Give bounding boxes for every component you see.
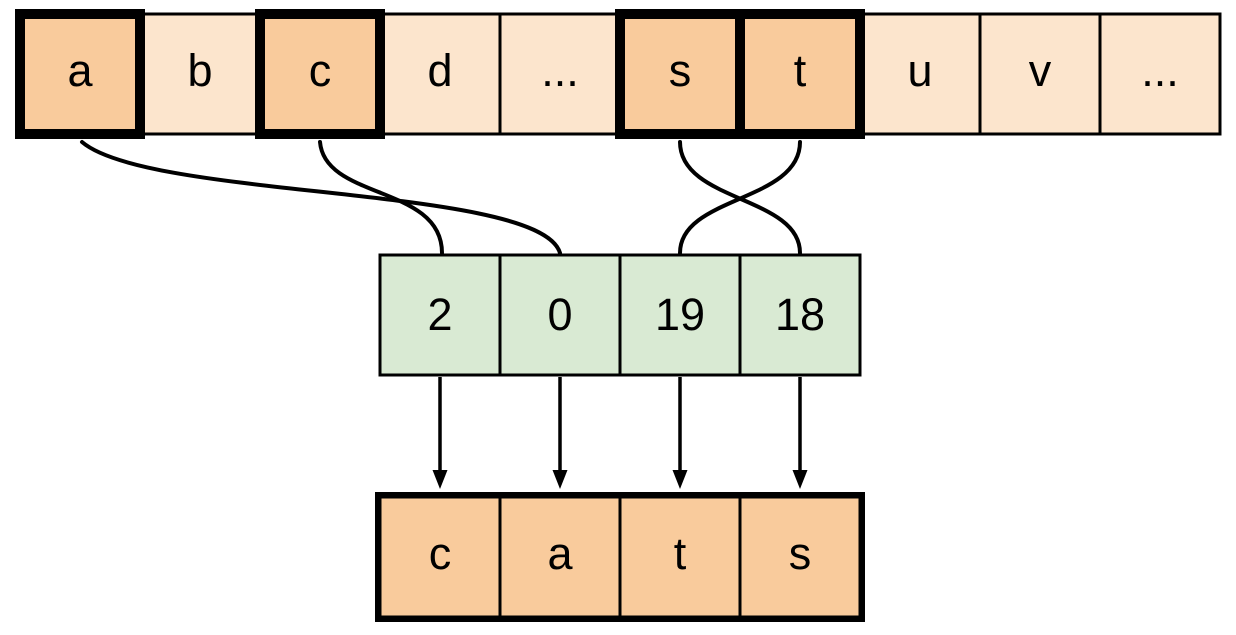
alphabet-label-a: a: [67, 45, 93, 96]
arrow-head-4: [792, 470, 808, 489]
index-cell-18: [738, 253, 862, 377]
curve-a-to-0: [80, 140, 562, 255]
arrow-head-2: [552, 470, 568, 489]
alphabet-label-s: s: [669, 45, 692, 96]
index-label-19: 19: [655, 289, 705, 340]
alphabet-cell-c-highlighted: [255, 9, 385, 139]
index-label-2: 2: [427, 289, 452, 340]
index-cell-0: [498, 253, 622, 377]
alphabet-label-t: t: [794, 45, 807, 96]
alphabet-label-ellipsis-1: ...: [541, 45, 579, 96]
curve-c-to-2: [318, 140, 444, 255]
output-cell-a: [498, 495, 622, 619]
output-label-a: a: [547, 528, 573, 579]
curve-t-to-19: [678, 140, 802, 255]
output-label-s: s: [789, 528, 812, 579]
alphabet-cell-v: [978, 12, 1102, 136]
alphabet-label-b: b: [187, 45, 212, 96]
alphabet-cell-s-highlighted: [615, 9, 745, 139]
output-cell-s: [738, 495, 862, 619]
alphabet-cell-t-highlighted: [735, 9, 865, 139]
alphabet-label-u: u: [907, 45, 932, 96]
output-label-c: c: [429, 528, 452, 579]
alphabet-label-d: d: [427, 45, 452, 96]
arrow-head-1: [432, 470, 448, 489]
arrow-head-3: [672, 470, 688, 489]
output-array: c a t s: [375, 492, 865, 622]
alphabet-cell-d: [378, 12, 502, 136]
alphabet-cell-a-highlighted: [15, 9, 145, 139]
letter-to-index-curves: [80, 140, 802, 255]
index-array: 2 0 19 18: [378, 253, 862, 377]
index-cell-2: [378, 253, 502, 377]
output-label-t: t: [674, 528, 687, 579]
index-label-0: 0: [547, 289, 572, 340]
alphabet-cell-ellipsis-2: [1098, 12, 1222, 136]
index-label-18: 18: [775, 289, 825, 340]
index-to-output-arrows: [432, 377, 808, 489]
alphabet-label-c: c: [309, 45, 332, 96]
alphabet-cell-ellipsis-1: [498, 12, 622, 136]
alphabet-label-ellipsis-2: ...: [1141, 45, 1179, 96]
output-cell-t: [618, 495, 742, 619]
alphabet-label-v: v: [1029, 45, 1052, 96]
alphabet-array: a b c d ... s t u v ...: [15, 9, 1222, 139]
